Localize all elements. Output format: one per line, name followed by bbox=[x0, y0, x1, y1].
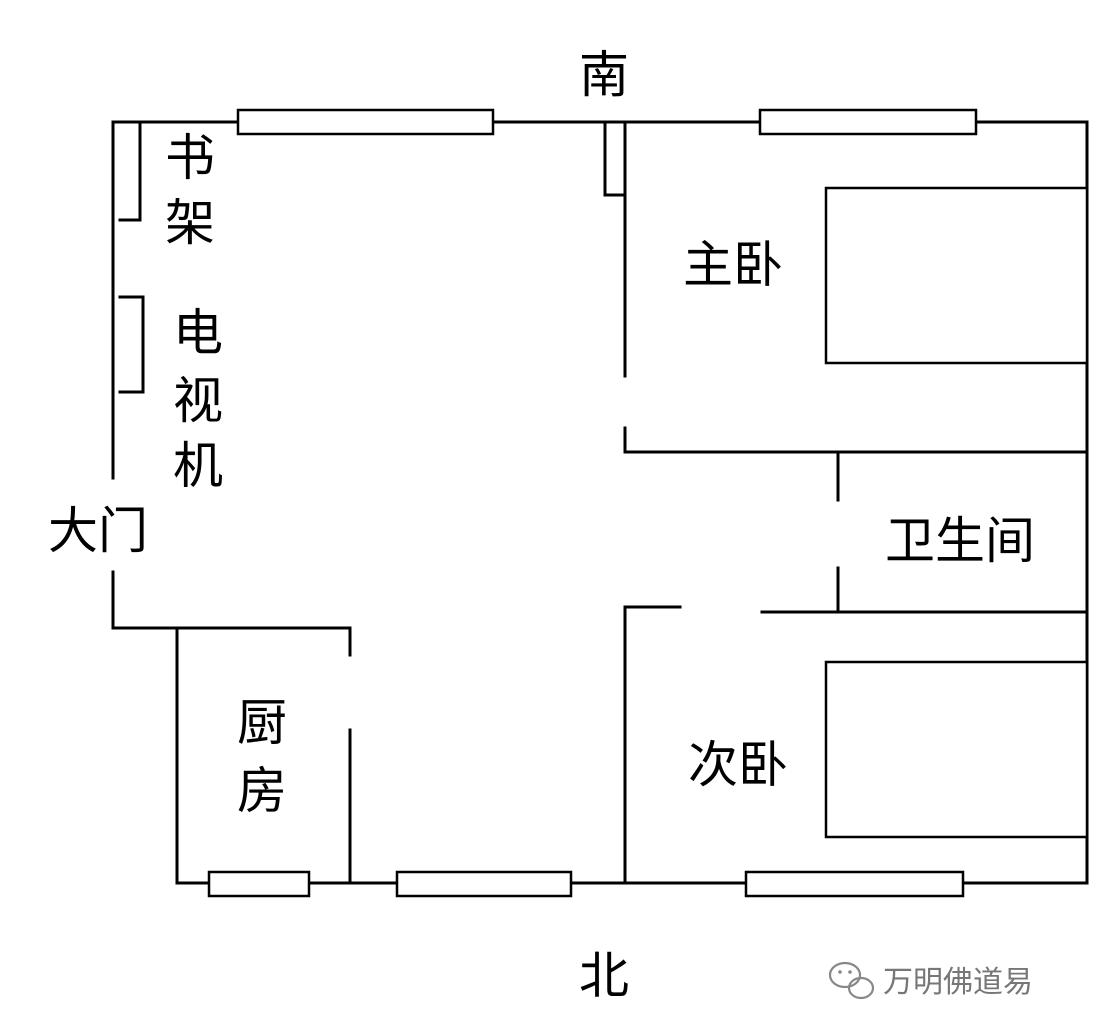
master-bed bbox=[824, 186, 1089, 365]
watermark: 万明佛道易 bbox=[828, 961, 1033, 1000]
watermark-text: 万明佛道易 bbox=[883, 965, 1033, 1000]
label-entrance: 大门 bbox=[48, 502, 148, 560]
compass-south: 南 bbox=[579, 46, 629, 104]
label-tv-2: 视 bbox=[173, 372, 223, 430]
interior-walls bbox=[175, 120, 1089, 885]
label-bookshelf-1: 书 bbox=[165, 129, 215, 187]
north-window-kitchen bbox=[207, 870, 311, 898]
south-window-master bbox=[758, 108, 978, 136]
compass-north: 北 bbox=[579, 947, 629, 1005]
label-second-bedroom: 次卧 bbox=[688, 736, 788, 794]
label-tv-1: 电 bbox=[173, 304, 223, 362]
label-master-bedroom: 主卧 bbox=[683, 236, 783, 294]
label-kitchen-2: 房 bbox=[237, 762, 287, 820]
north-window-living bbox=[395, 870, 573, 898]
windows bbox=[207, 108, 978, 898]
label-bookshelf-2: 架 bbox=[165, 194, 215, 252]
second-bed bbox=[824, 660, 1089, 839]
label-tv-3: 机 bbox=[173, 437, 223, 495]
label-kitchen-1: 厨 bbox=[237, 694, 287, 752]
label-bathroom: 卫生间 bbox=[885, 512, 1035, 570]
wechat-icon bbox=[828, 961, 875, 1000]
labels: 南 北 书 架 电 视 机 大门 主卧 卫生间 厨 房 次卧 bbox=[48, 46, 1035, 1005]
south-window-living bbox=[236, 108, 495, 136]
bookshelf-shape bbox=[111, 120, 142, 222]
furniture bbox=[111, 120, 1089, 839]
north-window-second bbox=[744, 870, 965, 898]
tv-shape bbox=[118, 295, 145, 394]
